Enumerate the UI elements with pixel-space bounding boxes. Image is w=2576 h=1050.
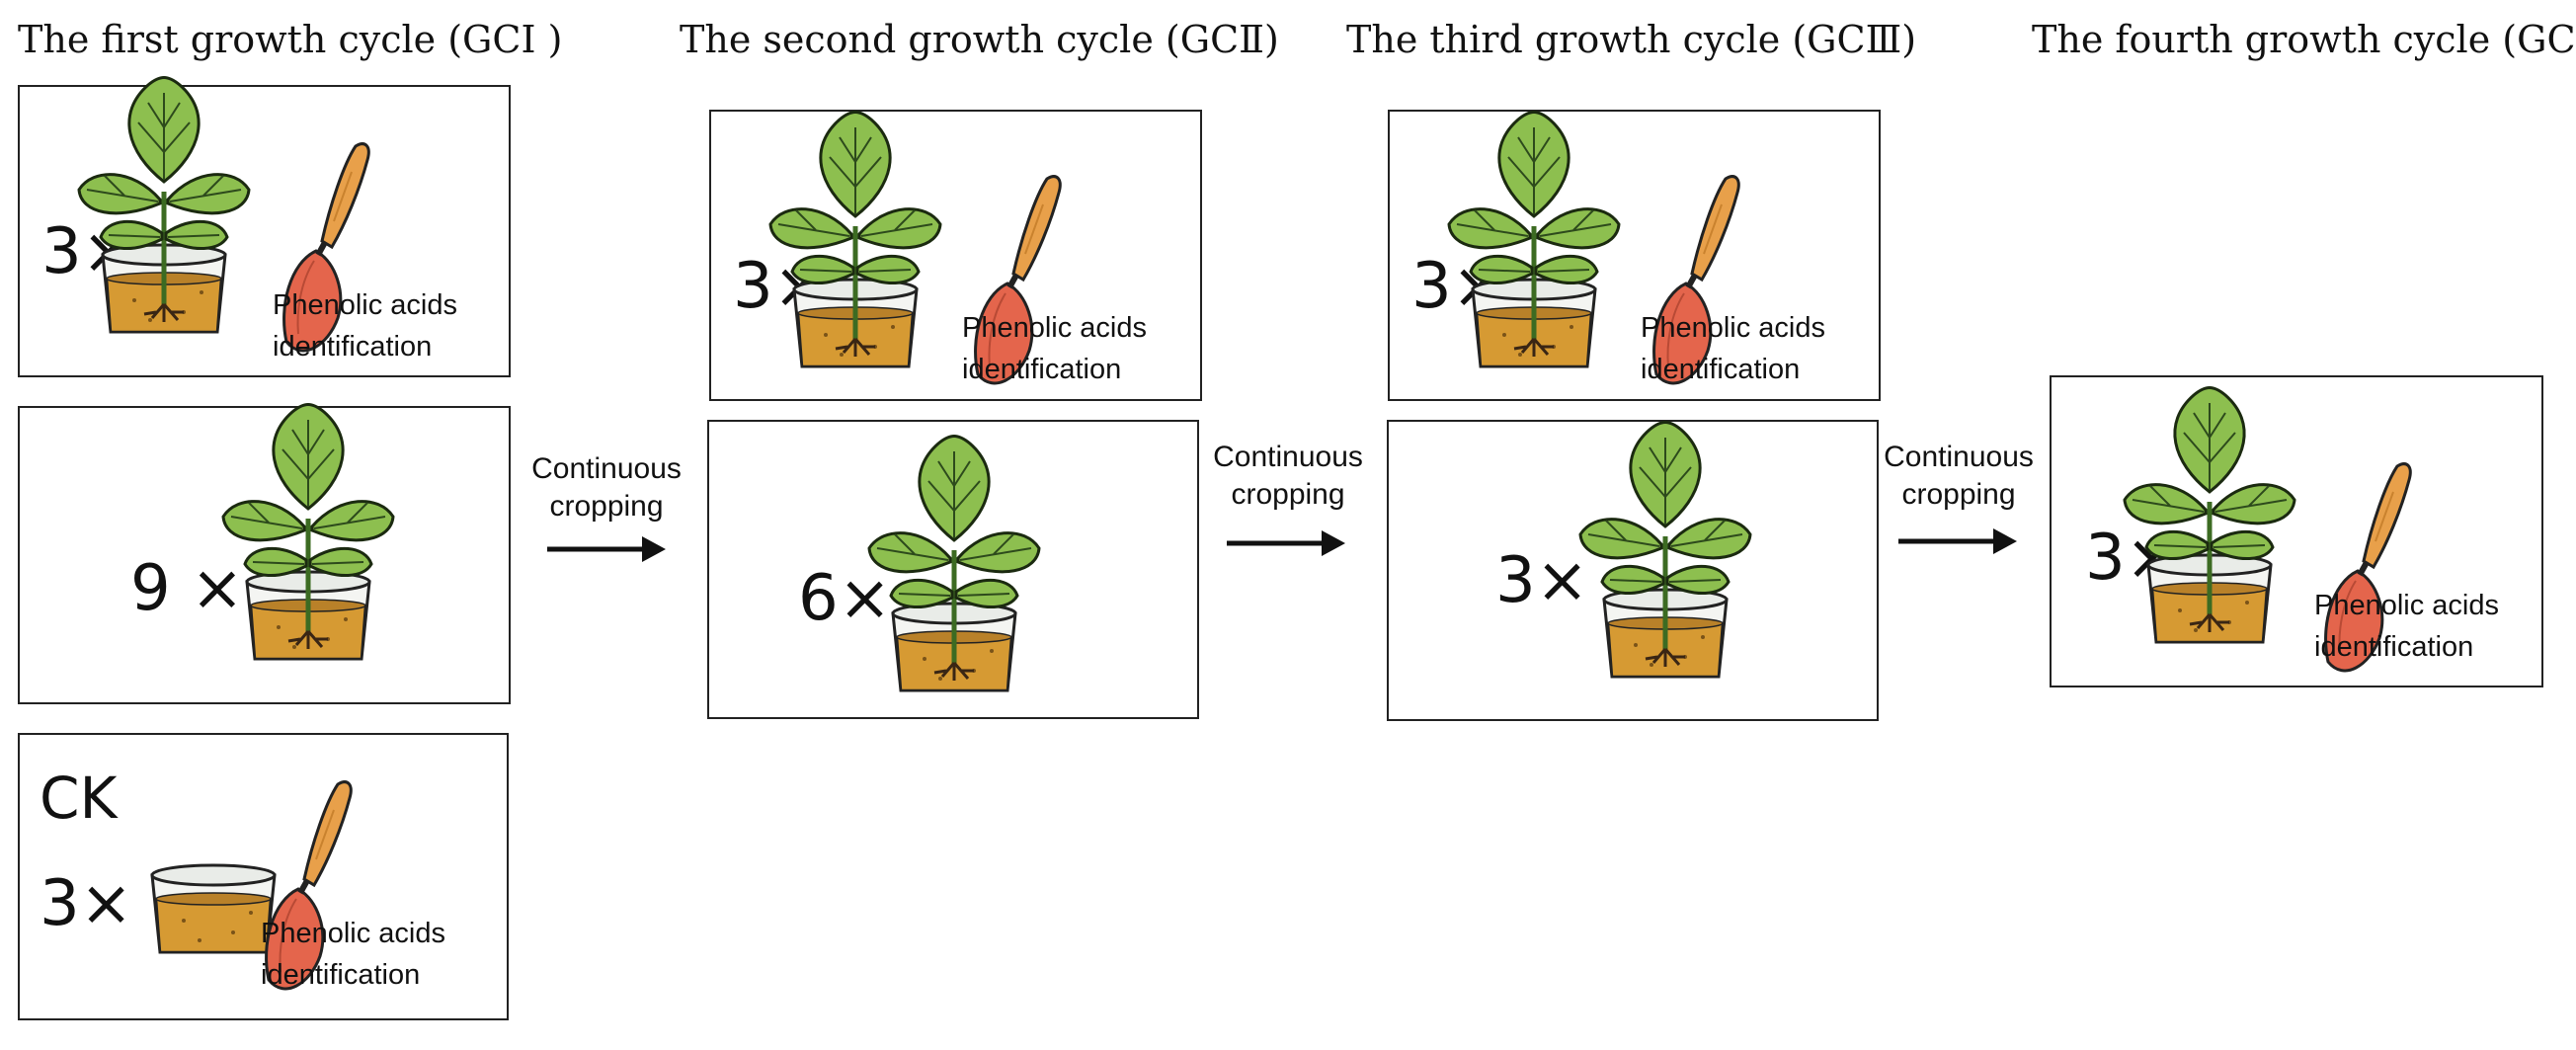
cycle-4-title: The fourth growth cycle (GCⅣ) xyxy=(2032,18,2576,61)
plant-in-pot-icon xyxy=(2111,377,2308,644)
cycle-3-title: The third growth cycle (GCⅢ) xyxy=(1346,18,1917,61)
multiplier-label: 3× xyxy=(1495,544,1589,617)
ck-label: CK xyxy=(40,765,118,832)
cycle-1-title: The first growth cycle (GCⅠ ) xyxy=(18,18,563,61)
plant-in-pot-icon xyxy=(757,112,954,368)
plant-in-pot-icon xyxy=(1435,112,1633,368)
multiplier-label: 3× xyxy=(40,867,133,940)
gc2-continuing-box: 6× xyxy=(707,420,1199,719)
gc1-continuing-box: 9 × xyxy=(18,406,511,704)
right-arrow-icon xyxy=(1896,525,2025,557)
plant-in-pot-icon xyxy=(65,87,263,334)
right-arrow-icon xyxy=(545,533,674,565)
gc3-continuing-box: 3× xyxy=(1387,420,1879,721)
plant-in-pot-icon xyxy=(1567,422,1764,679)
multiplier-label: 6× xyxy=(798,562,892,635)
plant-in-pot-icon xyxy=(855,422,1053,692)
multiplier-label: 9 × xyxy=(130,552,244,625)
plant-in-pot-icon xyxy=(209,408,407,661)
right-arrow-icon xyxy=(1225,527,1353,559)
cycle-2-title: The second growth cycle (GCⅡ) xyxy=(680,18,1279,61)
